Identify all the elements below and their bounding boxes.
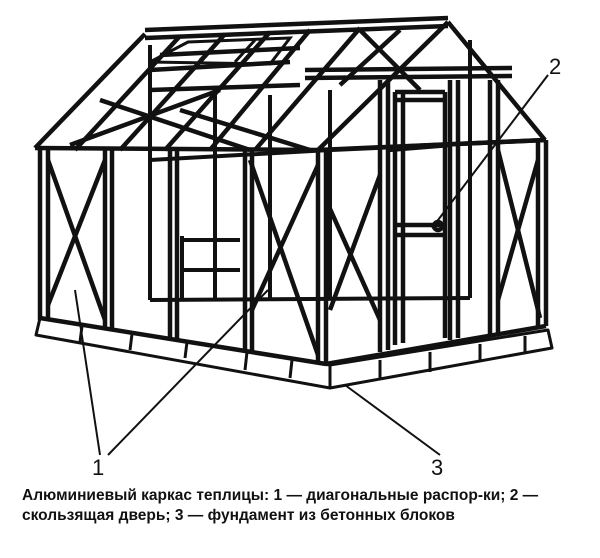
callout-label-1: 1 xyxy=(92,455,105,480)
figure-caption: Алюминиевый каркас теплицы: 1 — диагонал… xyxy=(22,487,539,524)
callout-label-2: 2 xyxy=(549,54,562,79)
sliding-door xyxy=(304,65,513,345)
back-wall-frame xyxy=(148,40,472,302)
front-left-wall xyxy=(37,148,329,367)
callout-label-3: 3 xyxy=(431,455,444,480)
front-right-wall xyxy=(323,80,549,367)
leader-lines xyxy=(74,74,549,456)
greenhouse-frame-drawing xyxy=(33,15,554,456)
roof-vent-window xyxy=(149,36,294,66)
